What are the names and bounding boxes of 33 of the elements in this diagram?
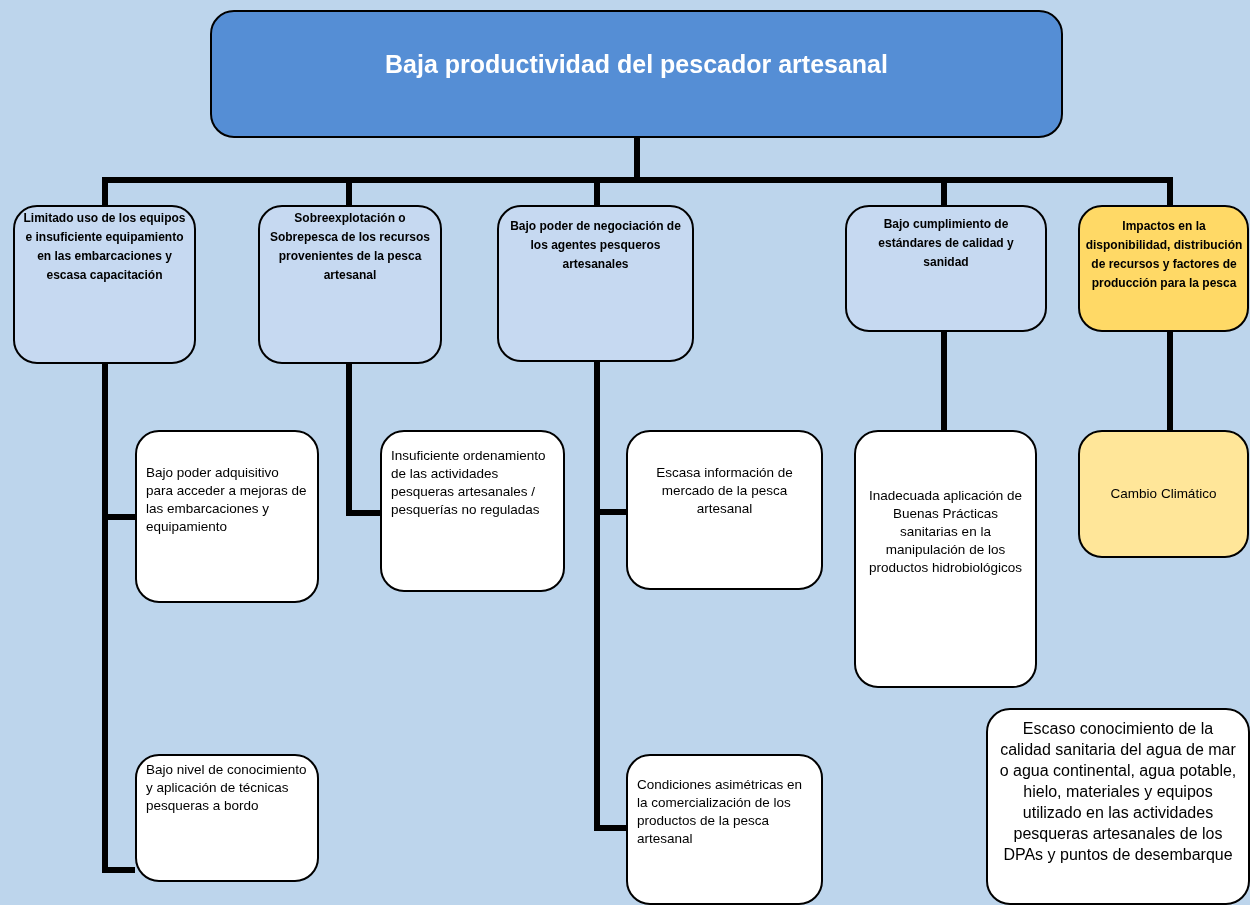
title-text: Baja productividad del pescador artesanal (385, 49, 888, 79)
connector-line (594, 362, 626, 831)
note-box (986, 708, 1250, 905)
subcause-box (626, 754, 823, 905)
cause-box (13, 205, 196, 364)
box-text: Cambio Climático (1109, 485, 1218, 503)
title-box (210, 10, 1063, 138)
connector-line (941, 332, 947, 430)
subcause-box (1078, 430, 1249, 558)
subcause-box (380, 430, 565, 592)
subcause-box (854, 430, 1037, 688)
subcause-box (626, 430, 823, 590)
box-text: Sobreexplotación o Sobrepesca de los recursos provenientes de la pesca artesanal (268, 210, 432, 284)
box-text: Limitado uso de los equipos e insuficiente equipamiento en las embarcaciones y escasa capacitación (23, 210, 186, 284)
cause-box (1078, 205, 1249, 332)
cause-box (497, 205, 694, 362)
box-text: Impactos en la disponibilidad, distribución de recursos y factores de producción para la pesca (1084, 218, 1244, 292)
box-text: Escasa información de mercado de la pesca artesanal (655, 464, 794, 518)
connector-line (1167, 332, 1173, 430)
cause-box (845, 205, 1047, 332)
box-text: Bajo nivel de conocimiento y aplicación de técnicas pesqueras a bordo (146, 761, 308, 815)
box-text: Inadecuada aplicación de Buenas Prácticas sanitarias en la manipulación de los productos hidrobiológicos (867, 487, 1024, 577)
box-text: Bajo poder de negociación de los agentes pesqueros artesanales (509, 218, 682, 273)
connector-line (102, 364, 135, 873)
cause-box (258, 205, 442, 364)
box-text: Insuficiente ordenamiento de las actividades pesqueras artesanales / pesquerías no reguladas (391, 447, 547, 519)
connector-line (346, 364, 380, 516)
box-text: Bajo poder adquisitivo para acceder a mejoras de las embarcaciones y equipamiento (146, 464, 308, 536)
subcause-box (135, 754, 319, 882)
box-text: Condiciones asimétricas en la comercialización de los productos de la pesca artesanal (637, 776, 804, 848)
box-text: Bajo cumplimiento de estándares de calidad y sanidad (877, 216, 1015, 271)
box-text: Escaso conocimiento de la calidad sanitaria del agua de mar o agua continental, agua potable, hielo, materiales y equipos utilizado en las actividades pesqueras artesanales de los DPAs y puntos de desembarque (998, 719, 1238, 865)
subcause-box (135, 430, 319, 603)
